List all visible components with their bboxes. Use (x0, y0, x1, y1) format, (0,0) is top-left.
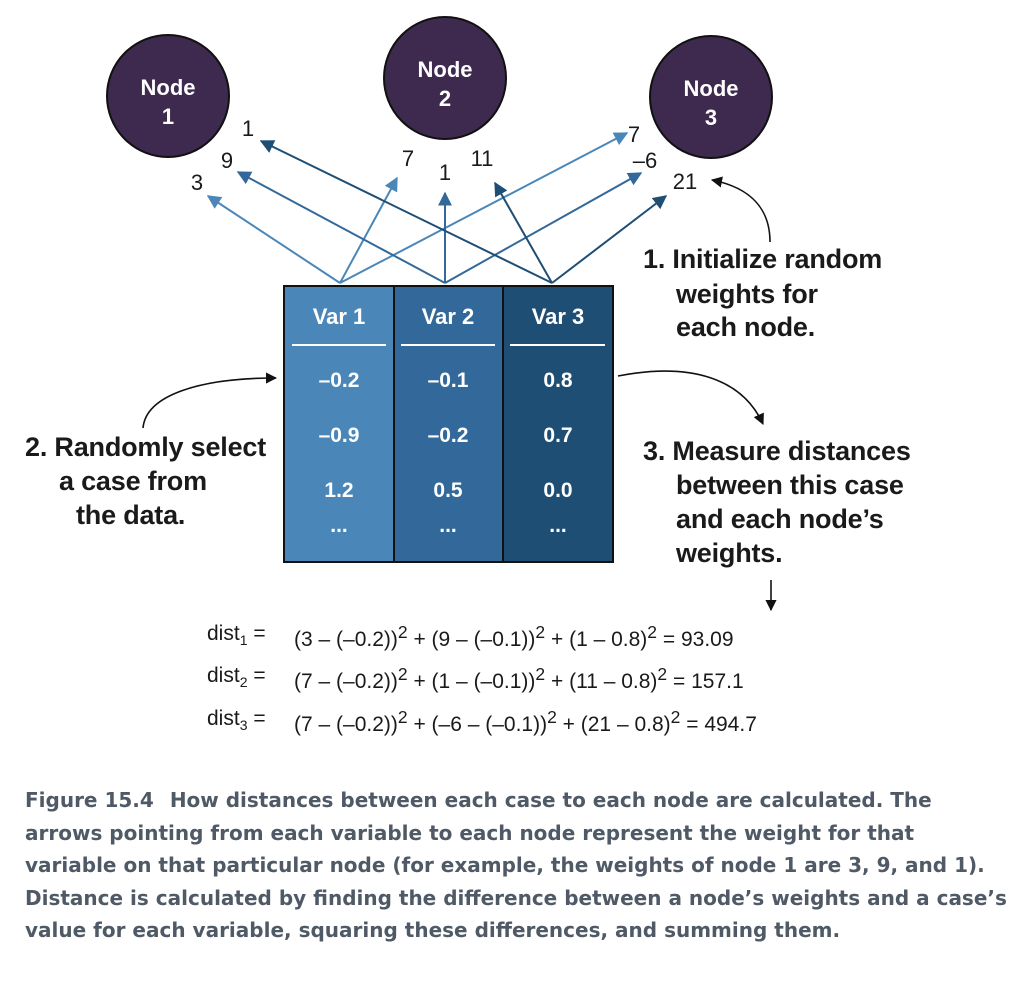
step-3-annotation: 3. Measure distances between this case a… (617, 370, 911, 612)
header-var3: Var 3 (532, 304, 585, 329)
column-var1 (283, 285, 395, 563)
step-3-line1: 3. Measure distances (643, 436, 911, 466)
arrow-var3-node3 (551, 195, 668, 284)
node-3-label-line1: Node (684, 76, 739, 101)
arrow-var2-node3 (444, 172, 643, 284)
node-2: Node 2 (383, 16, 507, 140)
cell-r3-var3: 0.0 (543, 479, 572, 502)
step-2-arrow (142, 372, 278, 429)
weight-labels: 3 9 1 7 1 11 7 –6 21 (191, 116, 697, 195)
column-var2 (393, 285, 504, 563)
step-2-annotation: 2. Randomly select a case from the data. (25, 372, 278, 530)
cell-r3-var1: 1.2 (324, 479, 353, 502)
node-1-circle (106, 34, 230, 158)
arrow-var1-node3 (339, 132, 629, 284)
cell-r4-var3: ... (549, 514, 567, 537)
cell-r3-var2: 0.5 (433, 479, 463, 502)
node-2-label-line1: Node (418, 57, 473, 82)
caption-label: Figure 15.4 (25, 788, 154, 812)
header-var1: Var 1 (313, 304, 366, 329)
cell-r2-var2: –0.2 (428, 424, 469, 447)
step-1-line2: weights for (675, 279, 818, 309)
caption-text: How distances between each case to each … (25, 788, 1007, 942)
weight-node3-var2: –6 (633, 148, 657, 173)
cell-r1-var3: 0.8 (543, 369, 573, 392)
node-3: Node 3 (649, 35, 773, 159)
cell-r4-var1: ... (330, 514, 348, 537)
node-2-label-line2: 2 (439, 86, 451, 111)
arrow-var1-node2 (339, 176, 398, 284)
weight-node1-var3: 1 (242, 116, 254, 141)
step-3-line3: and each node’s (676, 504, 884, 534)
node-2-circle (383, 16, 507, 140)
node-1-label-line1: Node (141, 75, 196, 100)
step-3-line4: weights. (675, 538, 782, 568)
weight-node1-var1: 3 (191, 170, 203, 195)
cell-r1-var1: –0.2 (319, 369, 360, 392)
weight-arrows (206, 132, 668, 284)
equation-1-expression: (3 – (–0.2))2 + (9 – (–0.1))2 + (1 – 0.8… (294, 622, 734, 651)
step-2-line2: a case from (59, 466, 207, 496)
diagram-canvas: Node 1 Node 2 Node 3 3 9 1 7 1 11 7 –6 2… (25, 16, 911, 612)
step-3-arrow-top (617, 370, 764, 426)
step-1-annotation: 1. Initialize random weights for each no… (643, 176, 882, 342)
node-3-circle (649, 35, 773, 159)
cell-r2-var3: 0.7 (543, 424, 572, 447)
equation-3-expression: (7 – (–0.2))2 + (–6 – (–0.1))2 + (21 – 0… (294, 707, 757, 736)
weight-node1-var2: 9 (221, 148, 233, 173)
arrow-var3-node2 (494, 181, 553, 284)
step-1-arrow (710, 176, 771, 243)
node-3-label-line2: 3 (705, 105, 717, 130)
weight-node3-var1: 7 (628, 122, 640, 147)
weight-node2-var3: 11 (471, 146, 494, 171)
header-var2: Var 2 (422, 304, 475, 329)
arrow-var1-node1 (206, 195, 341, 284)
cell-r1-var2: –0.1 (428, 369, 469, 392)
step-1-line1: 1. Initialize random (643, 244, 882, 274)
weight-node2-var2: 1 (439, 160, 451, 185)
arrow-var2-node1 (236, 171, 446, 284)
step-2-line3: the data. (76, 500, 185, 530)
arrow-var3-node1 (259, 140, 553, 284)
weight-node3-var3: 21 (673, 169, 697, 194)
cell-r4-var2: ... (439, 514, 457, 537)
data-table: Var 1 Var 2 Var 3 –0.2 –0.1 0.8 –0.9 –0.… (283, 285, 614, 563)
equation-3-label: dist3 = (207, 707, 266, 733)
step-2-line1: 2. Randomly select (25, 432, 266, 462)
node-1: Node 1 (106, 34, 230, 158)
weight-node2-var1: 7 (402, 146, 414, 171)
equation-2-expression: (7 – (–0.2))2 + (1 – (–0.1))2 + (11 – 0.… (294, 664, 744, 693)
equation-2-label: dist2 = (207, 664, 266, 690)
node-1-label-line2: 1 (162, 104, 174, 129)
step-1-line3: each node. (676, 312, 815, 342)
equation-1-label: dist1 = (207, 622, 266, 648)
step-3-line2: between this case (676, 470, 904, 500)
column-var3 (502, 285, 614, 563)
cell-r2-var1: –0.9 (319, 424, 360, 447)
